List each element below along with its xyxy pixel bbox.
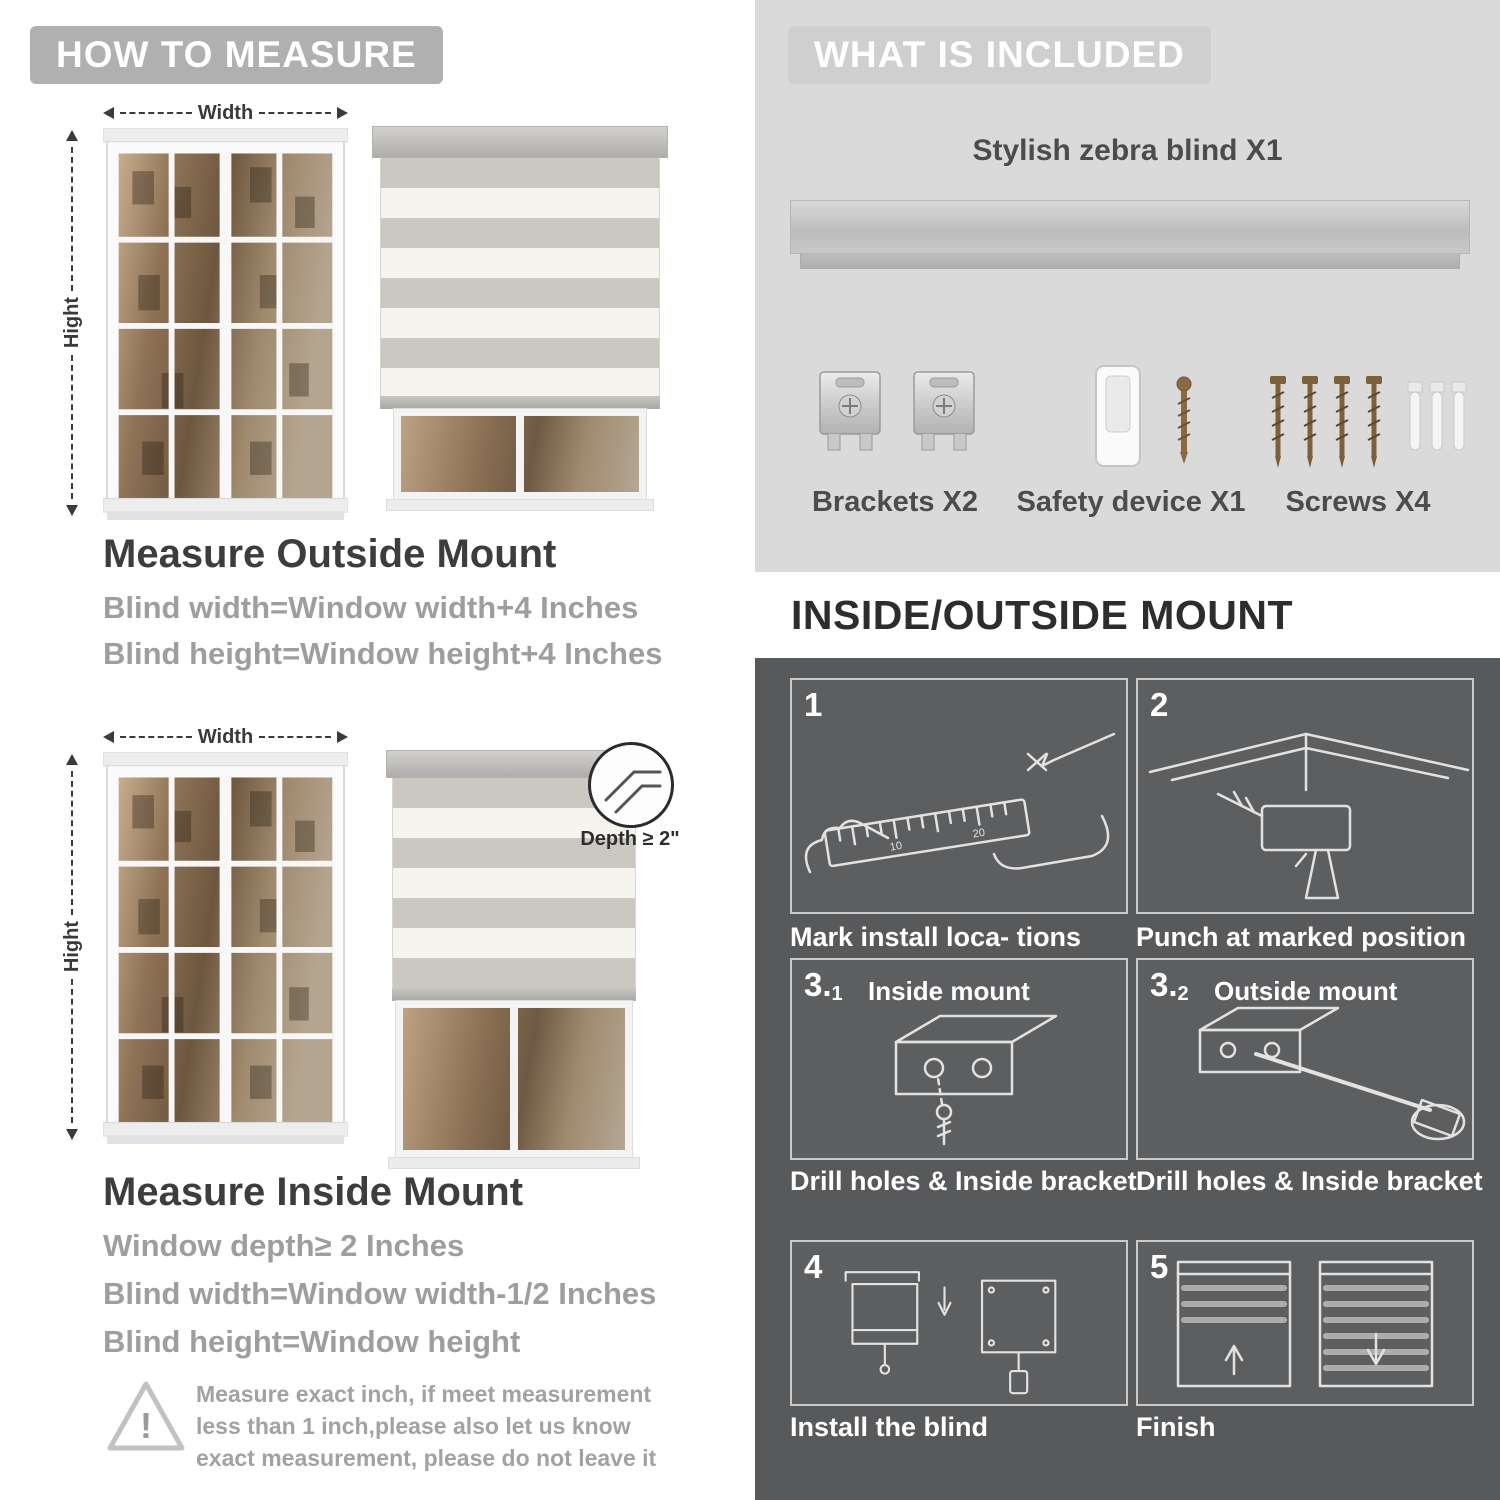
step-number: 4	[804, 1248, 823, 1285]
included-section	[755, 0, 1500, 572]
safety-device-label: Safety device X1	[1016, 486, 1246, 518]
step-panel-3-2: 3.2 Outside mount	[1136, 958, 1474, 1160]
arrow-down-icon	[66, 505, 78, 516]
step-panel-2: 2	[1136, 678, 1474, 914]
blind-bottom-bar	[392, 988, 636, 1001]
outside-mount-label: Outside mount	[1214, 976, 1398, 1006]
height-label: Hight	[60, 921, 83, 973]
step-3-1-caption: Drill holes & Inside bracket	[790, 1166, 1137, 1196]
blind-headrail	[372, 126, 668, 158]
dashed-line	[71, 771, 73, 916]
svg-text:!: !	[140, 1405, 152, 1446]
zebra-blind-headrail-image	[790, 200, 1470, 269]
step-2-art	[1148, 732, 1470, 900]
zebra-blind-outside-illustration	[372, 126, 668, 511]
how-to-measure-header: HOW TO MEASURE	[30, 26, 443, 84]
dashed-line	[259, 736, 332, 738]
what-is-included-header: WHAT IS INCLUDED	[788, 26, 1211, 84]
window-below-blind	[395, 1000, 633, 1158]
dashed-line	[120, 736, 192, 738]
mount-header-band: INSIDE/OUTSIDE MOUNT	[755, 572, 1500, 658]
inside-rule-width: Blind width=Window width-1/2 Inches	[103, 1276, 657, 1311]
dashed-line	[71, 354, 73, 499]
screws-icon	[1270, 376, 1467, 468]
step-number: 3.	[1150, 966, 1178, 1003]
inside-rule-depth: Window depth≥ 2 Inches	[103, 1228, 465, 1263]
svg-text:10: 10	[889, 840, 903, 854]
outside-mount-title: Measure Outside Mount	[103, 532, 557, 576]
arrow-down-icon	[66, 1129, 78, 1140]
arrow-up-icon	[66, 754, 78, 765]
step-4-caption: Install the blind	[790, 1412, 989, 1442]
step-panel-3-1: 3.1 Inside mount	[790, 958, 1128, 1160]
warning-icon: !	[107, 1381, 185, 1451]
blind-fabric-stripes	[380, 158, 660, 396]
height-arrow-inside: Hight	[60, 754, 84, 1140]
window-corner-detail-icon	[604, 770, 662, 814]
safety-device-icon	[1095, 365, 1192, 467]
inside-rule-height: Blind height=Window height	[103, 1324, 521, 1359]
window-illustration-outside	[103, 128, 348, 520]
step-3-2-caption: Drill holes & Inside bracket	[1136, 1166, 1483, 1196]
measurement-note: Measure exact inch, if meet measurement …	[196, 1381, 657, 1472]
blind-bottom-bar	[380, 396, 660, 409]
step-number: 2	[1150, 686, 1169, 723]
step-number: 5	[1150, 1248, 1169, 1285]
inside-mount-label: Inside mount	[868, 976, 1030, 1006]
arrow-left-icon	[103, 107, 114, 119]
height-arrow-outside: Hight	[60, 130, 84, 516]
dashed-line	[120, 112, 192, 114]
width-arrow-inside: Width	[103, 725, 349, 748]
step-5-art	[1176, 1260, 1434, 1388]
arrow-right-icon	[337, 107, 349, 119]
inside-mount-title: Measure Inside Mount	[103, 1170, 524, 1214]
mount-header: INSIDE/OUTSIDE MOUNT	[791, 591, 1294, 638]
step-4-art	[844, 1271, 1057, 1395]
step-panel-5: 5	[1136, 1240, 1474, 1406]
arrow-right-icon	[337, 731, 349, 743]
window-sill	[388, 1157, 640, 1169]
dashed-line	[71, 978, 73, 1123]
width-label: Width	[197, 101, 254, 124]
width-arrow-outside: Width	[103, 101, 349, 124]
width-label: Width	[197, 725, 254, 748]
step-1-caption: Mark install loca- tions	[790, 922, 1082, 952]
headrail-valance	[800, 254, 1460, 269]
zebra-blind-label: Stylish zebra blind X1	[972, 134, 1283, 167]
step-5-caption: Finish	[1136, 1412, 1216, 1442]
step-panel-1: 1 10 20	[790, 678, 1128, 914]
headrail-cassette	[790, 200, 1470, 254]
height-label: Hight	[60, 297, 83, 349]
step-3-2-art	[1198, 1006, 1466, 1141]
outside-rule-height: Blind height=Window height+4 Inches	[103, 636, 663, 671]
depth-callout-circle	[588, 742, 674, 828]
dashed-line	[259, 112, 332, 114]
window-sill	[386, 499, 654, 511]
outside-rule-width: Blind width=Window width+4 Inches	[103, 590, 639, 625]
brackets-icon	[819, 371, 975, 451]
arrow-up-icon	[66, 130, 78, 141]
blind-fabric-stripes	[392, 778, 636, 988]
window-illustration-inside	[103, 752, 348, 1144]
step-2-caption: Punch at marked position	[1136, 922, 1467, 952]
step-3-1-art	[894, 1014, 1058, 1146]
window-below-blind	[393, 408, 647, 500]
svg-text:20: 20	[972, 827, 986, 841]
step-panel-4: 4	[790, 1240, 1128, 1406]
screws-label: Screws X4	[1285, 486, 1431, 518]
step-1-art: 10 20	[804, 732, 1116, 874]
step-number: 3.	[804, 966, 832, 1003]
brackets-label: Brackets X2	[811, 486, 979, 518]
depth-label: Depth ≥ 2"	[580, 828, 680, 850]
arrow-left-icon	[103, 731, 114, 743]
step-number: 1	[804, 686, 823, 723]
dashed-line	[71, 147, 73, 292]
zebra-blind-inside-illustration	[386, 750, 642, 1169]
